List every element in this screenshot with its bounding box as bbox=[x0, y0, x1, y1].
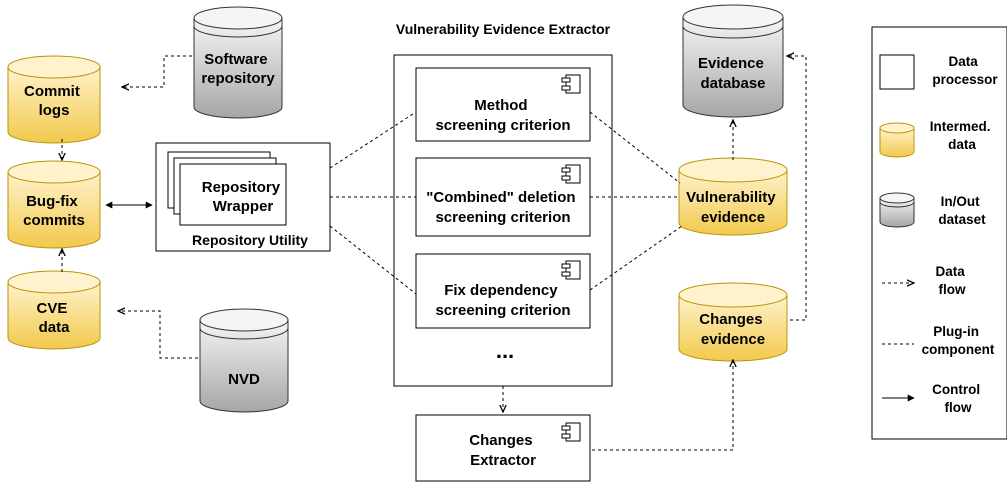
repository-wrapper-label: Repository Wrapper bbox=[202, 179, 285, 215]
legend-dataflow-line1: Data bbox=[935, 264, 965, 279]
repository-wrapper-box bbox=[179, 163, 287, 226]
bugfix-commits-label: Bug-fix commits bbox=[23, 193, 85, 229]
method-criterion-label: Method screening criterion bbox=[435, 97, 570, 134]
component-icon bbox=[561, 260, 581, 280]
extractor-title: Vulnerability Evidence Extractor bbox=[396, 21, 611, 37]
combined-criterion-line1: "Combined" deletion bbox=[426, 189, 575, 206]
combined-criterion-component: "Combined" deletion screening criterion bbox=[415, 157, 591, 237]
method-criterion-component: Method screening criterion bbox=[415, 67, 591, 142]
bugfix-commits-line2: commits bbox=[23, 212, 85, 229]
legend-plugin-line1: Plug-in bbox=[933, 324, 979, 339]
flow-nvd-to-cve bbox=[118, 311, 198, 359]
legend-processor-line2: processor bbox=[932, 72, 998, 87]
flow-changes-extractor-to-changes-evidence bbox=[592, 360, 733, 451]
commit-logs-data: Commit logs bbox=[7, 55, 101, 144]
evidence-database-line2: database bbox=[700, 75, 765, 92]
software-repository-label: Software repository bbox=[201, 51, 275, 87]
evidence-database-label: Evidence database bbox=[698, 55, 768, 92]
plugin-method-vuln bbox=[589, 111, 681, 184]
cve-data: CVE data bbox=[7, 270, 101, 350]
legend-controlflow-label: Control flow bbox=[932, 382, 984, 415]
changes-evidence-line1: Changes bbox=[699, 311, 762, 328]
legend-dataflow-label: Data flow bbox=[935, 264, 968, 297]
nvd-dataset: NVD bbox=[199, 308, 289, 413]
legend-processor-label: Data processor bbox=[932, 54, 998, 87]
legend-intermediate-line1: Intermed. bbox=[930, 119, 991, 134]
connectors bbox=[62, 55, 807, 451]
legend-plugin-line2: component bbox=[922, 342, 995, 357]
plugin-fixdep-vuln bbox=[589, 225, 683, 291]
evidence-database-dataset: Evidence database bbox=[682, 4, 784, 118]
bugfix-commits-line1: Bug-fix bbox=[26, 193, 78, 210]
nvd-label: NVD bbox=[228, 371, 260, 388]
flow-software-to-commitlogs bbox=[122, 55, 192, 87]
vulnerability-evidence-line2: evidence bbox=[701, 209, 765, 226]
software-repository-dataset: Software repository bbox=[193, 6, 283, 119]
changes-extractor-line2: Extractor bbox=[470, 452, 536, 469]
vulnerability-evidence-line1: Vulnerability bbox=[686, 189, 776, 206]
flow-changes-evidence-to-database bbox=[787, 56, 807, 321]
fix-dependency-criterion-label: Fix dependency screening criterion bbox=[435, 282, 570, 319]
changes-evidence-line2: evidence bbox=[701, 331, 765, 348]
legend-dataset-line1: In/Out bbox=[941, 194, 980, 209]
changes-extractor-component: Changes Extractor bbox=[415, 414, 591, 482]
commit-logs-label: Commit logs bbox=[24, 83, 84, 119]
legend-dataflow-line2: flow bbox=[939, 282, 966, 297]
changes-evidence-data: Changes evidence bbox=[678, 282, 788, 362]
evidence-database-line1: Evidence bbox=[698, 55, 764, 72]
component-icon bbox=[561, 74, 581, 94]
repository-wrapper-line2: Wrapper bbox=[213, 198, 274, 215]
legend-dataset-swatch bbox=[879, 192, 915, 228]
commit-logs-line1: Commit bbox=[24, 83, 80, 100]
software-repository-line1: Software bbox=[204, 51, 267, 68]
fix-dependency-criterion-component: Fix dependency screening criterion bbox=[415, 253, 591, 329]
commit-logs-line2: logs bbox=[39, 102, 70, 119]
changes-extractor-label: Changes Extractor bbox=[469, 432, 537, 469]
method-criterion-line1: Method bbox=[474, 97, 527, 114]
cve-data-line2: data bbox=[39, 319, 71, 336]
bugfix-commits-data: Bug-fix commits bbox=[7, 160, 101, 249]
vulnerability-evidence-data: Vulnerability evidence bbox=[678, 157, 788, 236]
legend-intermediate-line2: data bbox=[948, 137, 976, 152]
combined-criterion-label: "Combined" deletion screening criterion bbox=[426, 189, 579, 226]
plugin-utility-fixdep bbox=[329, 225, 417, 295]
legend-plugin-label: Plug-in component bbox=[922, 324, 995, 357]
cve-data-label: CVE data bbox=[36, 300, 71, 336]
component-icon bbox=[561, 422, 581, 442]
software-repository-line2: repository bbox=[201, 70, 275, 87]
cve-data-line1: CVE bbox=[36, 300, 67, 317]
legend: Data processor Intermed. data In/Out dat… bbox=[871, 26, 1007, 440]
repository-utility: Repository Wrapper Repository Utility bbox=[155, 142, 331, 252]
legend-intermediate-swatch bbox=[879, 122, 915, 158]
changes-extractor-line1: Changes bbox=[469, 432, 532, 449]
legend-box bbox=[871, 26, 1007, 440]
legend-processor-line1: Data bbox=[948, 54, 978, 69]
component-icon bbox=[561, 164, 581, 184]
legend-intermediate-label: Intermed. data bbox=[930, 119, 995, 152]
repository-wrapper-line1: Repository bbox=[202, 179, 281, 196]
vulnerability-evidence-label: Vulnerability evidence bbox=[686, 189, 780, 226]
legend-dataset-line2: dataset bbox=[938, 212, 986, 227]
plugin-utility-method bbox=[329, 111, 417, 169]
legend-controlflow-line1: Control bbox=[932, 382, 980, 397]
method-criterion-line2: screening criterion bbox=[435, 117, 570, 134]
fix-dependency-criterion-line2: screening criterion bbox=[435, 302, 570, 319]
combined-criterion-line2: screening criterion bbox=[435, 209, 570, 226]
fix-dependency-criterion-line1: Fix dependency bbox=[444, 282, 558, 299]
legend-controlflow-line2: flow bbox=[945, 400, 972, 415]
legend-processor-swatch bbox=[879, 54, 915, 90]
legend-dataset-label: In/Out dataset bbox=[938, 194, 986, 227]
changes-evidence-label: Changes evidence bbox=[699, 311, 767, 348]
repository-utility-label: Repository Utility bbox=[192, 232, 308, 248]
more-criteria-ellipsis: ... bbox=[496, 338, 514, 363]
